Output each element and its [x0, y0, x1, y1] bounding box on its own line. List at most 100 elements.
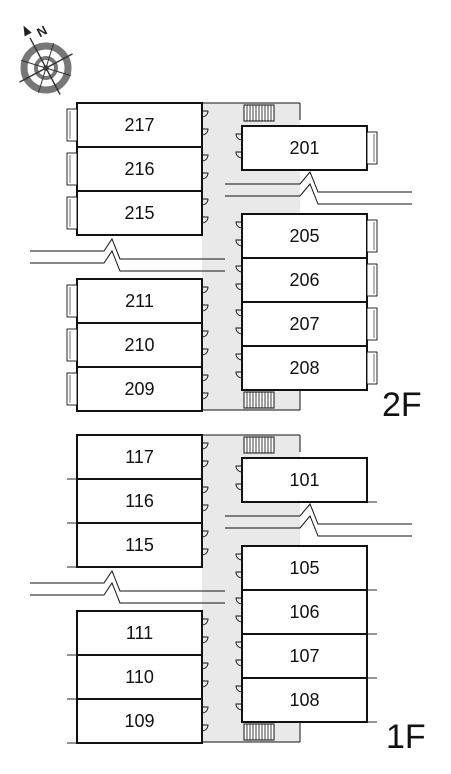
room-206	[241, 257, 368, 303]
room-label: 106	[289, 602, 319, 622]
door-swing-icon	[201, 110, 209, 118]
door-swing-icon	[201, 460, 209, 468]
room-label: 210	[124, 335, 154, 355]
room-label: 108	[289, 690, 319, 710]
door-swing-icon	[201, 662, 209, 670]
room-210	[76, 322, 203, 368]
balcony	[66, 108, 78, 142]
door-swing-icon	[235, 151, 243, 159]
door-swing-icon	[201, 198, 209, 206]
door-swing-icon	[201, 724, 209, 732]
balcony	[66, 284, 78, 318]
room-label: 208	[289, 358, 319, 378]
door-swing-icon	[201, 618, 209, 626]
door-swing-icon	[235, 239, 243, 247]
door-swing-icon	[235, 221, 243, 229]
door-swing-icon	[235, 133, 243, 141]
room-label: 209	[124, 379, 154, 399]
room-label: 205	[289, 226, 319, 246]
room-label: 201	[289, 138, 319, 158]
compass-rose-icon	[19, 25, 73, 95]
door-swing-icon	[201, 286, 209, 294]
room-105	[241, 545, 368, 591]
room-label: 109	[124, 711, 154, 731]
door-swing-icon	[235, 641, 243, 649]
door-swing-icon	[201, 172, 209, 180]
room-label: 111	[126, 623, 153, 643]
room-109	[76, 698, 203, 744]
door-swing-icon	[235, 571, 243, 579]
compass: N	[19, 23, 73, 95]
door-swing-icon	[201, 154, 209, 162]
balcony	[366, 219, 378, 253]
balcony	[366, 131, 378, 165]
balcony	[366, 307, 378, 341]
door-swing-icon	[235, 553, 243, 561]
door-swing-icon	[235, 685, 243, 693]
room-label: 207	[289, 314, 319, 334]
break-line-icon	[225, 171, 412, 205]
door-swing-icon	[235, 659, 243, 667]
room-label: 101	[289, 470, 319, 490]
door-swing-icon	[235, 265, 243, 273]
staircase-icon	[243, 104, 275, 122]
room-label: 116	[125, 491, 154, 511]
door-swing-icon	[235, 327, 243, 335]
room-label: 110	[125, 667, 154, 687]
door-swing-icon	[201, 530, 209, 538]
door-swing-icon	[201, 216, 209, 224]
balcony	[366, 351, 378, 385]
door-swing-icon	[235, 283, 243, 291]
room-117	[76, 434, 203, 480]
room-101	[241, 457, 368, 503]
room-label: 217	[124, 115, 154, 135]
door-swing-icon	[201, 504, 209, 512]
room-label: 107	[289, 646, 319, 666]
door-swing-icon	[235, 353, 243, 361]
door-swing-icon	[201, 442, 209, 450]
door-swing-icon	[201, 304, 209, 312]
break-line-icon	[30, 237, 225, 272]
balcony	[66, 196, 78, 230]
staircase-icon	[243, 391, 275, 409]
staircase-icon	[243, 436, 275, 454]
door-swing-icon	[201, 392, 209, 400]
room-211	[76, 278, 203, 324]
room-label: 206	[289, 270, 319, 290]
break-line-icon	[30, 569, 225, 604]
door-swing-icon	[235, 309, 243, 317]
room-label: 105	[289, 558, 319, 578]
door-swing-icon	[201, 636, 209, 644]
room-106	[241, 589, 368, 635]
floor-label: 1F	[386, 718, 426, 756]
door-swing-icon	[201, 374, 209, 382]
balcony	[66, 328, 78, 362]
door-swing-icon	[201, 680, 209, 688]
door-swing-icon	[235, 483, 243, 491]
break-line-icon	[225, 503, 412, 537]
door-swing-icon	[201, 548, 209, 556]
door-swing-icon	[201, 486, 209, 494]
door-swing-icon	[235, 597, 243, 605]
compass-north-label: N	[34, 23, 49, 41]
room-label: 215	[124, 203, 154, 223]
staircase-icon	[243, 723, 275, 741]
room-108	[241, 677, 368, 723]
door-swing-icon	[235, 703, 243, 711]
room-115	[76, 522, 203, 568]
door-swing-icon	[201, 128, 209, 136]
floor-2f: 217 216 215 211 210 209 201 205 206 207 208 2F	[30, 102, 422, 424]
room-209	[76, 366, 203, 412]
door-swing-icon	[235, 371, 243, 379]
room-label: 211	[125, 291, 154, 311]
door-swing-icon	[201, 706, 209, 714]
door-swing-icon	[201, 330, 209, 338]
door-swing-icon	[201, 348, 209, 356]
room-111	[76, 610, 203, 656]
balcony	[66, 152, 78, 186]
room-label: 216	[124, 159, 154, 179]
floor-label: 2F	[382, 386, 422, 424]
door-swing-icon	[235, 465, 243, 473]
